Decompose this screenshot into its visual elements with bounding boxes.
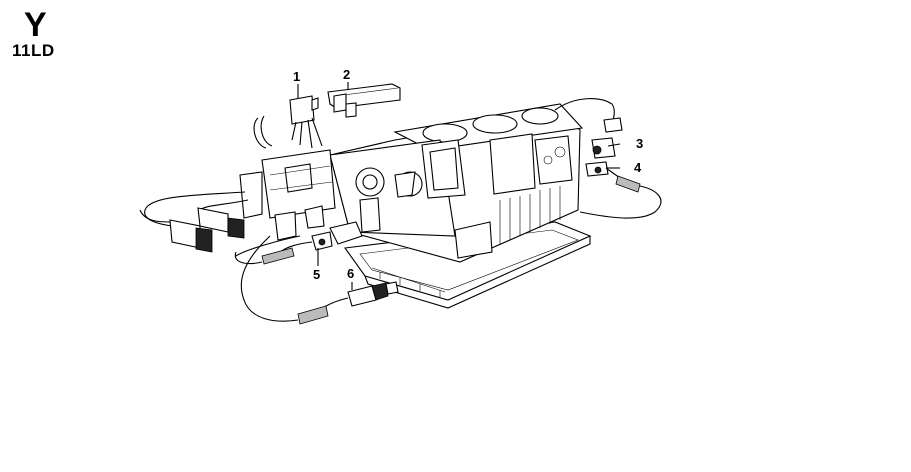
callout-1: 1 bbox=[293, 69, 300, 84]
section-letter: Y bbox=[24, 6, 47, 44]
callout-4: 4 bbox=[634, 160, 642, 175]
callout-2: 2 bbox=[343, 67, 350, 82]
part-3-connector bbox=[554, 98, 623, 159]
callout-5: 5 bbox=[313, 267, 320, 282]
part-5-sensor bbox=[234, 221, 363, 265]
part-4-sensor bbox=[579, 161, 662, 219]
part-6-sensor bbox=[240, 235, 399, 325]
engine-block bbox=[329, 103, 584, 263]
engine-code: 11LD bbox=[12, 41, 55, 60]
left-harness-connectors bbox=[139, 191, 249, 253]
part-1-solenoid-harness bbox=[239, 95, 336, 241]
callout-leaders bbox=[297, 82, 621, 290]
callout-3: 3 bbox=[636, 136, 643, 151]
callout-6: 6 bbox=[347, 266, 354, 281]
part-2-bracket bbox=[327, 83, 401, 118]
